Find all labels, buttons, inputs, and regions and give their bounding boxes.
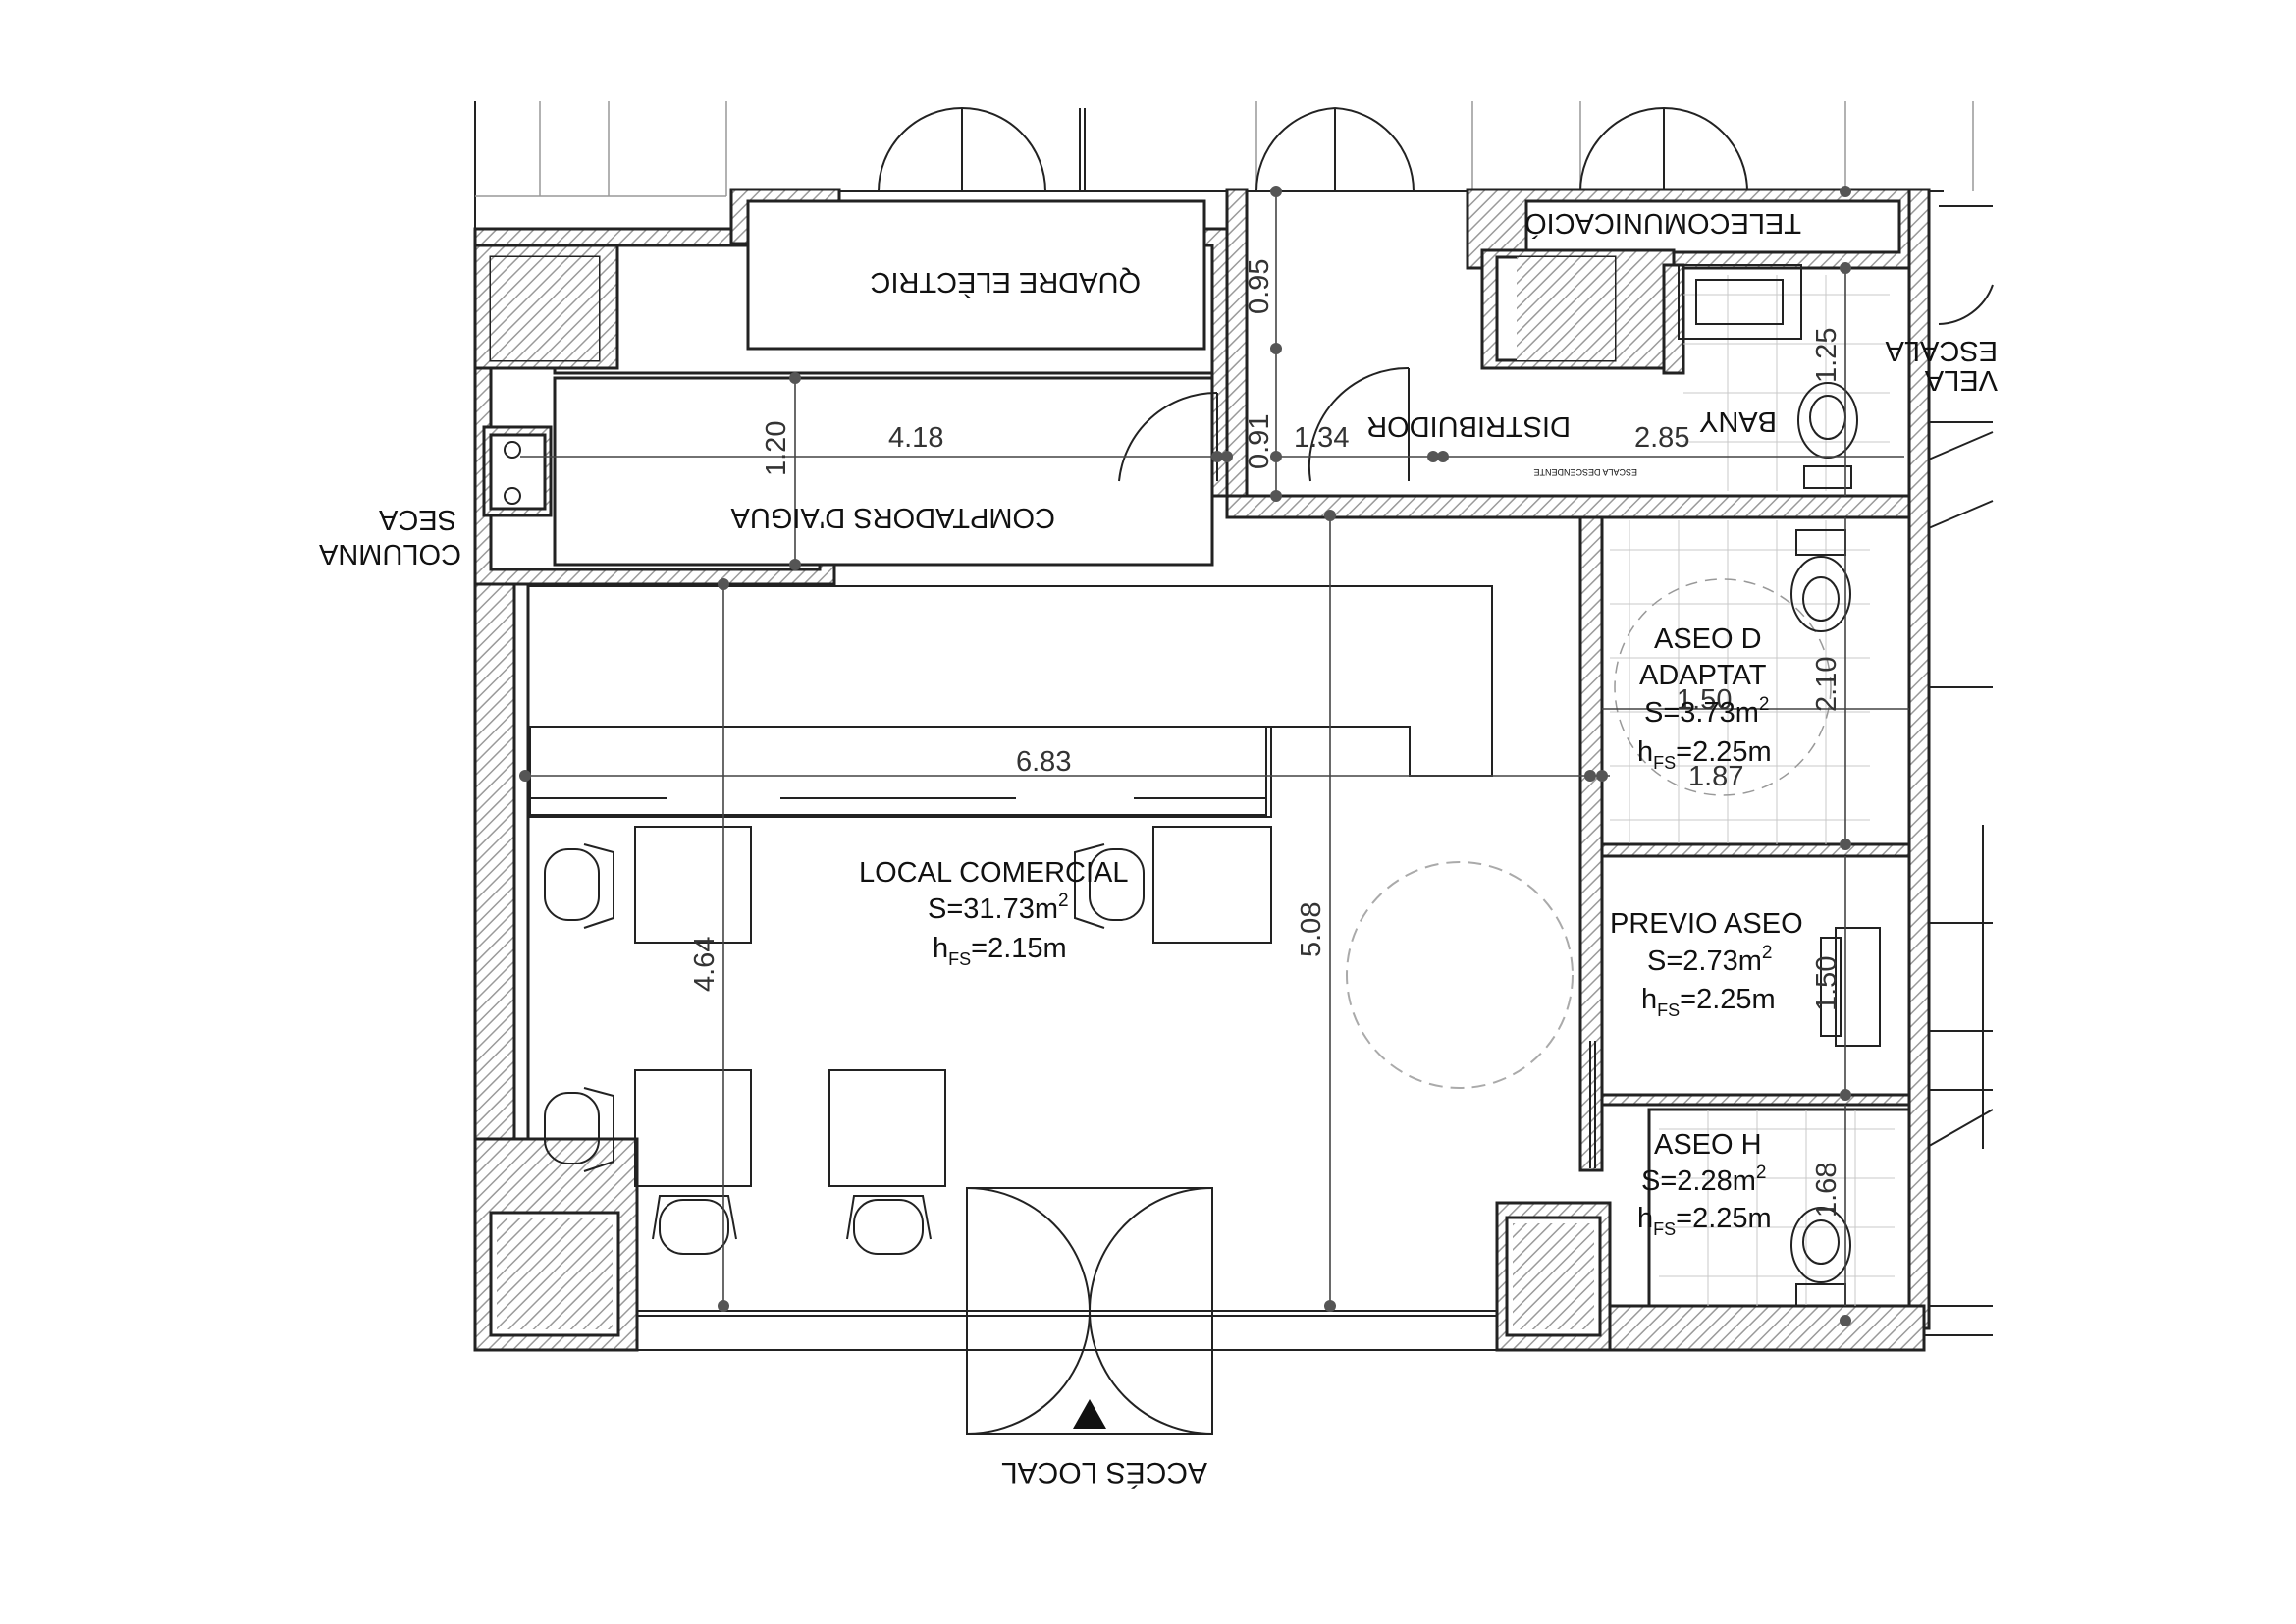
toilet-icon <box>1790 529 1851 632</box>
distribuidor-label: DISTRIBUIDOR <box>1366 410 1571 442</box>
escala-label: ESCALA <box>1885 335 1998 366</box>
aseo-d-name-1: ASEO D <box>1654 623 1762 655</box>
dim-4-18: 4.18 <box>888 422 943 454</box>
comptadors-label: COMPTADORS D'AIGUA <box>730 502 1055 533</box>
previo-aseo-name: PREVIO ASEO <box>1610 908 1803 940</box>
chair <box>846 1195 932 1255</box>
local-furniture <box>528 585 1574 1255</box>
dim-1-50: 1.50 <box>1677 684 1732 716</box>
aseo-d-name-2: ADAPTAT <box>1639 660 1767 691</box>
toilet-icon <box>1797 382 1858 489</box>
turning-circle <box>1346 861 1574 1089</box>
aseo-d-height: hFS=2.25m <box>1637 736 1772 773</box>
dim-6-83: 6.83 <box>1016 746 1071 778</box>
previo-aseo-area: S=2.73m2 <box>1647 943 1772 977</box>
turning-circle-aseo <box>1614 578 1832 796</box>
local-comercial-name: LOCAL COMERCIAL <box>859 857 1129 889</box>
room-labels: LOCAL COMERCIAL S=31.73m2 hFS=2.15m ASEO… <box>859 623 1803 1239</box>
dim-0-91: 0.91 <box>1244 414 1275 469</box>
small-note-label: ESCALA DESCENDENTE <box>1533 467 1637 477</box>
telecom-room <box>1524 199 1901 254</box>
entrance-arrow-icon <box>1073 1399 1106 1429</box>
dim-1-68: 1.68 <box>1811 1163 1842 1218</box>
exterior-context <box>474 101 1994 1336</box>
acces-local-label: ACCÉS LOCAL <box>1001 1456 1207 1489</box>
desk <box>1152 826 1272 944</box>
aseo-h-height: hFS=2.25m <box>1637 1203 1772 1239</box>
telecom-label: TELECOMUNICACIÓ <box>1524 207 1801 240</box>
dim-0-95: 0.95 <box>1244 259 1275 314</box>
sink-icon <box>1820 927 1881 1047</box>
dim-1-34: 1.34 <box>1294 422 1349 454</box>
inverted-labels: QUADRE ELÈCTRIC COMPTADORS D'AIGUA TELEC… <box>318 207 1998 1489</box>
previo-aseo-height: hFS=2.25m <box>1641 984 1776 1020</box>
chair <box>652 1195 737 1255</box>
desk <box>634 1069 752 1187</box>
chair <box>544 843 614 929</box>
chair <box>1074 843 1145 929</box>
dim-1-25: 1.25 <box>1811 328 1842 383</box>
dim-1-20: 1.20 <box>761 421 792 476</box>
sink-icon <box>1678 264 1802 340</box>
dim-2-85: 2.85 <box>1634 422 1689 454</box>
dim-1-50-b: 1.50 <box>1811 956 1842 1011</box>
aseo-h-name: ASEO H <box>1654 1129 1762 1161</box>
quadre-electric-label: QUADRE ELÈCTRIC <box>870 266 1141 298</box>
columna-label: COLUMNA <box>318 538 461 569</box>
dim-1-87: 1.87 <box>1688 761 1743 792</box>
seca-label: SECA <box>378 504 456 535</box>
desk <box>634 826 752 944</box>
bany-label: BANY <box>1699 406 1777 437</box>
walls <box>473 188 1931 1352</box>
dim-4-64: 4.64 <box>689 937 721 992</box>
aseo-h-area: S=2.28m2 <box>1641 1163 1766 1197</box>
local-comercial-height: hFS=2.15m <box>933 933 1067 969</box>
dim-5-08: 5.08 <box>1296 902 1327 957</box>
entrance-doors[interactable] <box>966 1187 1213 1435</box>
dim-2-10: 2.10 <box>1811 657 1842 712</box>
desk <box>828 1069 946 1187</box>
quadre-electric-room <box>746 199 1206 351</box>
comptadors-room <box>553 376 1214 567</box>
chair <box>544 1087 614 1172</box>
dimension-labels: 4.18 1.20 0.95 0.91 1.34 2.85 6.83 4.64 … <box>689 259 1842 1218</box>
dimension-lines <box>519 186 1909 1326</box>
vela-label: VELA <box>1924 364 1998 396</box>
local-comercial-area: S=31.73m2 <box>928 891 1069 925</box>
aseo-d-area: S=3.73m2 <box>1644 694 1769 729</box>
